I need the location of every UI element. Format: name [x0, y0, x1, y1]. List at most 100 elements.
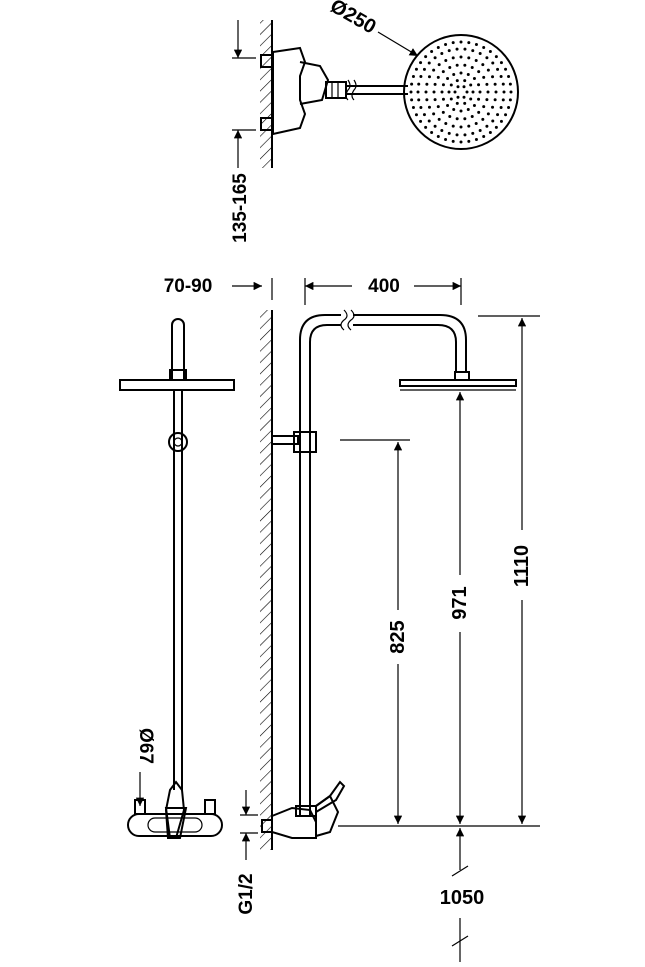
nozzle-dot — [485, 124, 489, 128]
nozzle-dot — [496, 67, 500, 71]
shower-head-front — [119, 379, 235, 391]
nozzle-dot — [440, 128, 444, 132]
nozzle-dot — [494, 55, 498, 59]
nozzle-dot — [422, 113, 426, 117]
nozzle-dot — [509, 90, 513, 94]
nozzle-dot — [433, 124, 437, 128]
nozzle-dot — [440, 90, 444, 94]
dim-slider-height: 825 — [387, 620, 409, 653]
nozzle-dot — [502, 90, 506, 94]
dim-head-height: 971 — [449, 586, 471, 619]
dim-mixer-diameter: Ø67 — [135, 728, 156, 764]
nozzle-dot — [474, 58, 478, 62]
nozzle-dot — [491, 105, 495, 109]
nozzle-dot — [471, 90, 475, 94]
nozzle-dot — [440, 52, 444, 56]
nozzle-dot — [433, 82, 437, 86]
nozzle-dot — [432, 90, 436, 94]
nozzle-dot — [459, 109, 463, 113]
nozzle-dot — [419, 74, 423, 78]
nozzle-dot — [414, 113, 418, 117]
nozzle-dot — [433, 98, 437, 102]
nozzle-dot — [441, 110, 445, 114]
nozzle-dot — [499, 74, 503, 78]
dim-floor-height: 1050 — [440, 887, 485, 909]
nozzle-dot — [448, 115, 452, 119]
nozzle-dot — [452, 72, 456, 76]
mixer-body-top — [260, 46, 347, 136]
nozzle-dot — [432, 68, 436, 72]
nozzle-dot — [493, 82, 497, 86]
nozzle-dot — [444, 42, 448, 46]
nozzle-dot — [463, 63, 467, 67]
dim-connection-thread: G1/2 — [236, 873, 257, 914]
nozzle-dot — [441, 70, 445, 74]
nozzle-dot — [485, 82, 489, 86]
side-view: G1/2 400 825 971 1110 1050 — [236, 276, 540, 962]
nozzle-dot — [467, 139, 471, 143]
nozzle-dot — [444, 122, 448, 126]
nozzle-dot — [481, 117, 485, 121]
mixer-side — [261, 780, 346, 839]
nozzle-dot — [459, 140, 463, 144]
nozzle-dot — [424, 55, 428, 59]
nozzle-dot — [477, 83, 481, 87]
nozzle-dot — [419, 119, 423, 123]
nozzle-dot — [448, 65, 452, 69]
nozzle-dot — [432, 112, 436, 116]
nozzle-dot — [504, 113, 508, 117]
nozzle-dot — [477, 97, 481, 101]
nozzle-dot — [471, 49, 475, 53]
nozzle-dot — [508, 98, 512, 102]
wall-hatch-side — [260, 310, 272, 850]
nozzle-dot — [466, 72, 470, 76]
nozzle-dot — [456, 95, 460, 99]
nozzle-dot — [447, 90, 451, 94]
nozzle-dot — [507, 75, 511, 79]
nozzle-dot — [411, 105, 415, 109]
nozzle-dot — [470, 65, 474, 69]
nozzle-dot — [425, 98, 429, 102]
nozzle-dot — [436, 45, 440, 49]
nozzle-dot — [427, 61, 431, 65]
nozzle-dot — [410, 98, 414, 102]
wall-hatch-top — [260, 20, 272, 168]
nozzle-dot — [482, 45, 486, 49]
nozzle-dot — [496, 113, 500, 117]
nozzle-dot — [491, 61, 495, 65]
nozzle-dot — [463, 101, 467, 105]
nozzle-dot — [410, 82, 414, 86]
nozzle-dot — [488, 50, 492, 54]
nozzle-dot — [459, 40, 463, 44]
nozzle-dot — [494, 125, 498, 129]
nozzle-dot — [478, 128, 482, 132]
mixer-front — [127, 780, 223, 839]
nozzle-dot — [414, 67, 418, 71]
nozzle-dot — [436, 135, 440, 139]
nozzle-dot — [427, 105, 431, 109]
nozzle-dot — [411, 75, 415, 79]
nozzle-dot — [447, 49, 451, 53]
nozzle-dot — [424, 90, 428, 94]
shower-nozzles — [409, 40, 513, 144]
nozzle-dot — [466, 108, 470, 112]
nozzle-dot — [462, 85, 466, 89]
nozzle-dot — [474, 42, 478, 46]
nozzle-dot — [470, 115, 474, 119]
nozzle-dot — [477, 70, 481, 74]
nozzle-dot — [508, 82, 512, 86]
nozzle-dot — [441, 83, 445, 87]
nozzle-dot — [467, 124, 471, 128]
nozzle-dot — [462, 95, 466, 99]
nozzle-dot — [463, 47, 467, 51]
nozzle-dot — [463, 117, 467, 121]
nozzle-dot — [433, 56, 437, 60]
nozzle-dot — [430, 50, 434, 54]
nozzle-dot — [437, 63, 441, 67]
shower-head-side — [399, 379, 517, 387]
nozzle-dot — [491, 119, 495, 123]
nozzle-dot — [501, 82, 505, 86]
nozzle-dot — [436, 105, 440, 109]
nozzle-dot — [437, 117, 441, 121]
